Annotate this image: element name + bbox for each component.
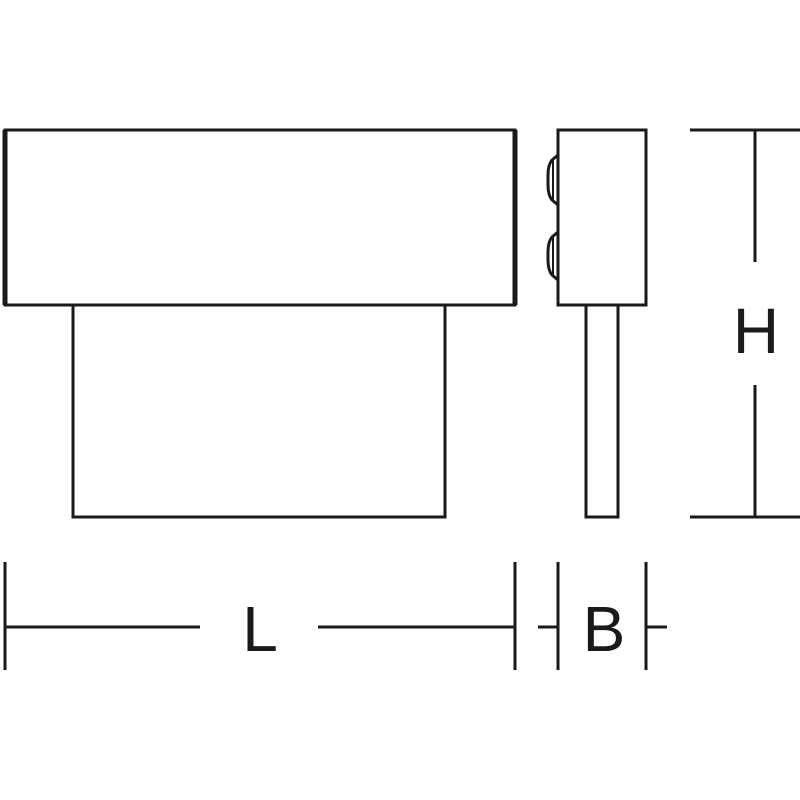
front-view-upper-housing: [3, 128, 517, 307]
dimension-length-label: L: [242, 593, 278, 665]
side-view-lower-clip: [546, 230, 559, 282]
side-view: [546, 128, 648, 519]
dimension-width-label: B: [583, 593, 626, 665]
dimension-length: [3, 562, 517, 670]
side-view-upper-clip: [546, 153, 559, 207]
side-view-upper-housing: [556, 128, 648, 307]
front-view-lower-panel: [71, 305, 447, 519]
dimension-height-label: H: [733, 295, 779, 367]
front-view: [2, 128, 518, 519]
dimension-width: [538, 562, 667, 670]
dimension-height: [690, 128, 800, 519]
side-view-lower-panel: [584, 305, 620, 519]
